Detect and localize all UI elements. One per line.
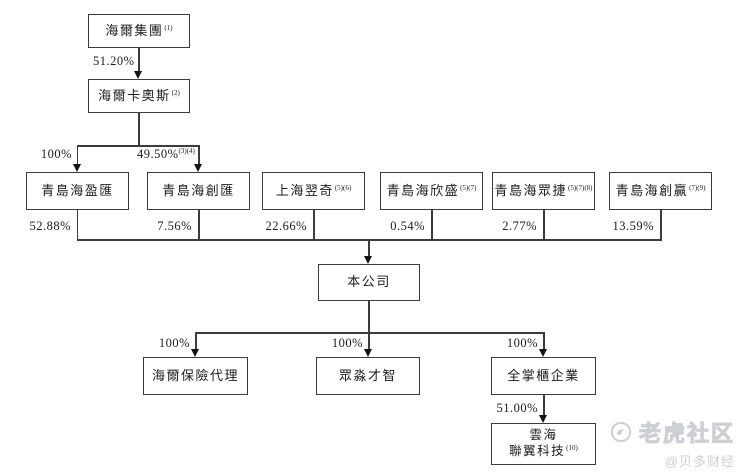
- watermark: 老虎社区 @贝多财经: [610, 416, 735, 470]
- node-label: 全掌櫃企業: [507, 367, 580, 383]
- connector-line: [195, 332, 197, 350]
- ownership-pct-shanghai-yiqi: 22.66%: [265, 219, 307, 233]
- footnote-ref: (3)(4): [178, 147, 195, 155]
- arrow-down-icon: [539, 415, 547, 423]
- arrow-down-icon: [194, 164, 202, 172]
- footnote-ref: (2): [171, 88, 180, 97]
- arrow-down-icon: [134, 71, 142, 79]
- node-label-line1: 雲海: [529, 428, 558, 443]
- connector-line: [198, 210, 200, 240]
- ownership-pct-zhongmiao: 100%: [331, 336, 363, 350]
- node-quanzhanggui: 全掌櫃企業: [491, 357, 596, 395]
- connector-line: [76, 210, 78, 240]
- node-zhongmiao-caizhi: 眾淼才智: [316, 357, 420, 395]
- node-qingdao-haizhongjie: 青島海眾捷(5)(7)(8): [492, 172, 595, 210]
- connector-line: [76, 145, 78, 165]
- arrow-down-icon: [539, 349, 547, 357]
- node-haier-group: 海爾集團(1): [88, 14, 190, 48]
- node-qingdao-haixinsheng: 青島海欣盛(5)(7): [380, 172, 483, 210]
- node-qingdao-haiyinghui: 青島海盈匯: [26, 172, 129, 210]
- ownership-pct-cosmo-to-haichuanghui: 49.50%(3)(4): [137, 147, 195, 162]
- node-qingdao-haichuangying: 青島海創贏(7)(9): [609, 172, 712, 210]
- connector-line: [313, 210, 315, 240]
- connector-line: [368, 239, 370, 257]
- connector-line: [368, 301, 370, 333]
- ownership-pct-insurance: 100%: [158, 336, 190, 350]
- footnote-ref: (5)(7)(8): [568, 183, 593, 192]
- ownership-pct-haiyinghui: 52.88%: [29, 219, 71, 233]
- node-label: 青島海盈匯: [41, 182, 114, 198]
- connector-line: [138, 113, 140, 146]
- ownership-pct-haichuanghui: 7.56%: [157, 219, 192, 233]
- node-label: 青島海欣盛: [386, 182, 460, 198]
- node-label: 海爾集團: [105, 22, 164, 38]
- connector-line: [543, 210, 545, 240]
- node-label: 青島海眾捷: [494, 182, 567, 198]
- ownership-pct-haizhongjie: 2.77%: [502, 219, 537, 233]
- footnote-ref: (5)(7): [460, 183, 477, 192]
- connector-line: [198, 145, 200, 165]
- footnote-ref: (1): [164, 23, 173, 32]
- node-label: 上海翌奇: [275, 182, 334, 198]
- connector-line: [543, 332, 545, 350]
- connector-line: [77, 145, 200, 147]
- watermark-brand-text: 老虎社区: [638, 421, 735, 447]
- node-label: 海爾保險代理: [151, 367, 239, 383]
- connector-line: [368, 332, 370, 350]
- connector-line: [543, 395, 545, 416]
- ownership-pct-cosmo-to-haiyinghui: 100%: [40, 147, 72, 161]
- node-the-company: 本公司: [318, 264, 420, 301]
- node-label-line2: 聯翼科技: [509, 444, 566, 459]
- arrow-down-icon: [364, 256, 372, 264]
- connector-line: [195, 332, 544, 334]
- arrow-down-icon: [191, 349, 199, 357]
- node-qingdao-haichuanghui: 青島海創匯: [147, 172, 250, 210]
- ownership-pct-quanzhanggui: 100%: [506, 336, 538, 350]
- node-yunhai-technology: 雲海 聯翼科技(10): [491, 423, 596, 465]
- ownership-pct-haichuangying: 13.59%: [612, 219, 654, 233]
- node-haier-cosmo: 海爾卡奧斯(2): [88, 79, 190, 113]
- connector-line: [660, 210, 662, 240]
- arrow-down-icon: [72, 164, 81, 172]
- node-shanghai-yiqi: 上海翌奇(5)(6): [262, 172, 365, 210]
- footnote-ref: (5)(6): [334, 183, 352, 192]
- node-label: 青島海創贏: [615, 182, 689, 198]
- tiger-logo-icon: [610, 421, 632, 443]
- watermark-handle-text: @贝多财经: [664, 454, 735, 469]
- node-label: 本公司: [347, 274, 391, 290]
- connector-line: [138, 48, 140, 72]
- connector-line: [431, 210, 433, 240]
- ownership-pct-yunhai: 51.00%: [496, 401, 538, 415]
- arrow-down-icon: [364, 349, 372, 357]
- ownership-pct-group-to-cosmo: 51.20%: [93, 54, 135, 68]
- node-haier-insurance-agency: 海爾保險代理: [143, 357, 248, 395]
- node-label: 海爾卡奧斯: [98, 87, 171, 103]
- node-label: 眾淼才智: [338, 367, 397, 383]
- node-label: 青島海創匯: [162, 182, 235, 198]
- footnote-ref: (10): [566, 443, 578, 452]
- footnote-ref: (7)(9): [689, 183, 706, 192]
- ownership-pct-haixinsheng: 0.54%: [390, 219, 425, 233]
